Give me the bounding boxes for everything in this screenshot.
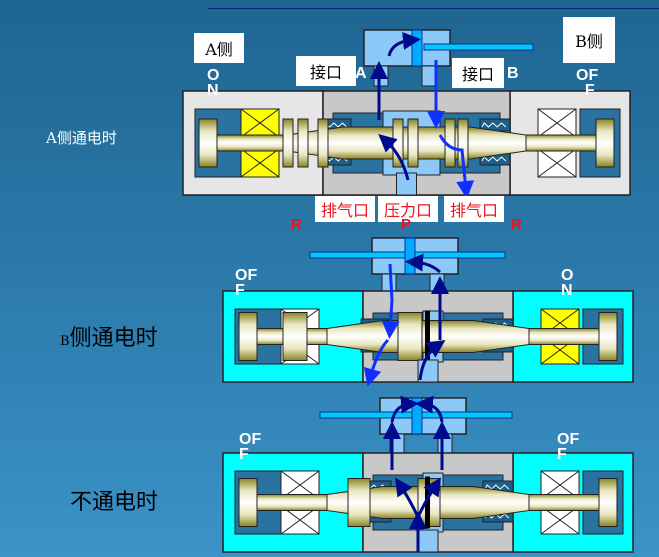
p1-spool-land-2: [297, 118, 309, 168]
p3-flow-split-left: [395, 477, 419, 516]
p3-plunger-right-head: [598, 478, 618, 527]
p1-cylinder-piston-rod: [423, 43, 534, 51]
p2-flow-exhaust-left: [363, 338, 390, 387]
p3-center-seal: [425, 476, 430, 529]
p3-pressure-port: [417, 529, 439, 553]
p2-plunger-left-head: [238, 312, 258, 361]
p2-center-seal: [425, 310, 430, 363]
state-label-b-energized: B侧通电时: [60, 320, 158, 352]
port-p: P: [401, 216, 412, 233]
p1-plunger-right-head: [595, 118, 615, 168]
p1-flow-into-cylinder: [387, 31, 421, 57]
p3-plunger-right-rod: [528, 494, 600, 511]
b-side-label: B侧: [563, 17, 615, 63]
p1-cylinder-port-b: [421, 65, 437, 87]
p1-flow-exhaust-right: [438, 134, 475, 199]
p1-coil-right-top-cross: [537, 108, 577, 138]
port-b-label: 接口: [452, 58, 504, 88]
p1-spool-land-1: [282, 118, 294, 168]
port-r-left: R: [291, 216, 302, 233]
p1-plunger-left-head: [198, 118, 218, 168]
p2-flow-into-cylinder: [405, 253, 442, 274]
header-rule: [208, 8, 659, 9]
p3-cylinder-piston: [411, 397, 423, 435]
p2-plunger-right-rod: [528, 328, 600, 345]
state-label-b-text: 侧通电时: [69, 326, 158, 351]
p3-spring-right-top: [484, 484, 510, 490]
p1-flow-pressure-in: [378, 134, 410, 181]
exhaust-port-left-label: 排气口: [315, 196, 375, 222]
p3-plunger-left-rod: [256, 494, 328, 511]
state-label-b-prefix: B: [60, 334, 70, 349]
p1-plunger-right-rod: [525, 134, 597, 152]
p2-flow-pressure-in: [418, 340, 446, 381]
p1-coil-left-top-cross: [240, 108, 280, 138]
port-b-letter: B: [507, 65, 519, 82]
p1-coil-left-bottom-cross: [240, 148, 280, 178]
p1-coil-right-bottom-cross: [537, 148, 577, 178]
exhaust-port-right-label: 排气口: [444, 196, 504, 222]
port-a-letter: A: [355, 65, 367, 82]
coil-right-status-p1: OF F: [576, 67, 599, 99]
p1-cylinder-port-a: [373, 65, 389, 87]
p2-spool-land-1: [282, 312, 308, 361]
p2-flow-a-down: [381, 263, 400, 339]
p1-spool-land-5: [407, 118, 419, 168]
p3-spool-land-1: [347, 478, 371, 527]
p3-flow-split-right: [417, 477, 441, 516]
p2-cylinder-piston: [404, 237, 416, 275]
port-r-right: R: [511, 216, 522, 233]
p3-cylinder-port-b: [437, 433, 453, 455]
p1-spring-right-top: [481, 122, 507, 128]
p2-plunger-right-head: [598, 312, 618, 361]
p3-plunger-left-head: [238, 478, 258, 527]
pressure-port-label: 压力口: [378, 196, 438, 222]
state-label-de-energized: 不通电时: [70, 490, 159, 515]
port-a-label: 接口: [296, 56, 356, 86]
p1-spool-land-3: [317, 118, 329, 168]
p3-flow-cyl-left: [390, 395, 419, 423]
p1-cylinder-piston: [411, 29, 423, 67]
p3-flow-cyl-right: [415, 395, 444, 423]
a-side-label: A侧: [194, 33, 244, 63]
p1-plunger-left-rod: [216, 134, 288, 152]
state-label-a-energized: A侧通电时: [46, 129, 117, 147]
p2-spool-land-2: [397, 312, 423, 361]
